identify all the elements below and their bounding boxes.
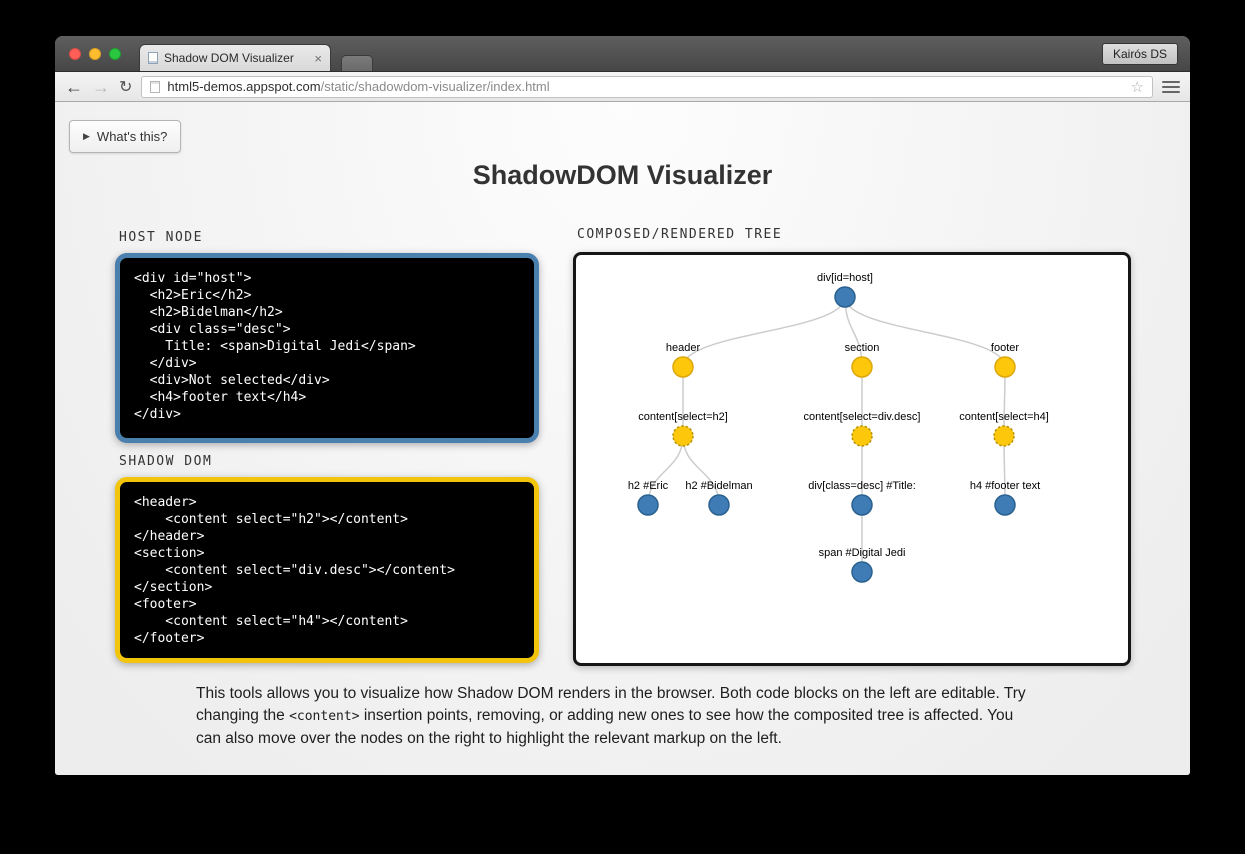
tree-node-c_desc[interactable]: content[select=div.desc] — [804, 411, 921, 447]
svg-text:h2 #Bidelman: h2 #Bidelman — [685, 480, 752, 492]
tab-favicon-icon — [148, 52, 158, 64]
tree-node-bidelman[interactable]: h2 #Bidelman — [685, 480, 753, 516]
url-path: /static/shadowdom-visualizer/index.html — [320, 79, 550, 94]
host-node-editor[interactable]: <div id="host"> <h2>Eric</h2> <h2>Bidelm… — [115, 253, 539, 443]
svg-text:span #Digital Jedi: span #Digital Jedi — [819, 547, 906, 559]
tree-node-footer[interactable]: footer — [991, 342, 1019, 378]
tree-link — [682, 435, 720, 506]
whats-this-label: What's this? — [96, 129, 168, 144]
back-icon[interactable]: ← — [65, 76, 83, 97]
shadow-dom-heading: SHADOW DOM — [119, 454, 213, 469]
tree-node-desc[interactable]: div[class=desc] #Title: — [808, 480, 916, 516]
url-domain: html5-demos.appspot.com — [167, 79, 321, 94]
svg-text:h2 #Eric: h2 #Eric — [628, 480, 669, 492]
tree-link — [844, 296, 1006, 368]
svg-text:div[class=desc] #Title:: div[class=desc] #Title: — [808, 480, 916, 492]
page-content: ▶ What's this? ShadowDOM Visualizer HOST… — [55, 102, 1190, 775]
tree-link — [647, 435, 684, 506]
url-text: html5-demos.appspot.com/static/shadowdom… — [167, 79, 549, 94]
tree-node-c_h4[interactable]: content[select=h4] — [959, 411, 1049, 447]
reload-icon[interactable]: ↻ — [119, 78, 133, 96]
traffic-lights — [69, 48, 121, 60]
host-node-heading: HOST NODE — [119, 230, 203, 245]
composed-tree-heading: COMPOSED/RENDERED TREE — [577, 227, 783, 242]
address-bar[interactable]: html5-demos.appspot.com/static/shadowdom… — [141, 75, 1153, 98]
profile-chip[interactable]: Kairós DS — [1101, 43, 1178, 65]
tree-node-span[interactable]: span #Digital Jedi — [819, 547, 906, 583]
shadow-dom-code[interactable]: <header> <content select="h2"></content>… — [134, 495, 455, 646]
svg-text:content[select=div.desc]: content[select=div.desc] — [804, 411, 921, 423]
shadow-dom-editor[interactable]: <header> <content select="h2"></content>… — [115, 477, 539, 663]
host-node-code[interactable]: <div id="host"> <h2>Eric</h2> <h2>Bidelm… — [134, 271, 416, 422]
whats-this-button[interactable]: ▶ What's this? — [69, 120, 182, 153]
svg-text:section: section — [845, 342, 880, 354]
composed-tree-panel: div[id=host] header section footer content[s… — [573, 252, 1131, 666]
svg-text:div[id=host]: div[id=host] — [817, 272, 873, 284]
tree-node-section[interactable]: section — [845, 342, 880, 378]
tree-node-c_h2[interactable]: content[select=h2] — [638, 411, 728, 447]
tree-node-host[interactable]: div[id=host] — [817, 272, 873, 308]
tab-shadow-dom-visualizer[interactable]: Shadow DOM Visualizer × — [139, 44, 331, 71]
disclosure-triangle-icon: ▶ — [83, 131, 90, 141]
tab-close-icon[interactable]: × — [314, 50, 322, 66]
page-icon — [150, 80, 161, 93]
page-title: ShadowDOM Visualizer — [472, 160, 773, 190]
tree-link — [844, 296, 863, 368]
composed-tree-svg: div[id=host] header section footer content[s… — [628, 272, 1049, 583]
bookmark-star-icon[interactable]: ☆ — [1130, 78, 1144, 96]
tree-link — [682, 296, 846, 368]
description-part1: This tools allows you to visualize how S… — [196, 685, 1026, 724]
browser-window: Shadow DOM Visualizer × Kairós DS ← → ↻ … — [55, 36, 1190, 775]
description-part2: insertion points, removing, or adding ne… — [196, 707, 1014, 747]
minimize-window-button[interactable] — [89, 48, 101, 60]
svg-text:content[select=h4]: content[select=h4] — [959, 411, 1049, 423]
new-tab-button[interactable] — [341, 55, 373, 71]
svg-text:header: header — [666, 342, 701, 354]
tree-node-header[interactable]: header — [666, 342, 701, 378]
tab-title: Shadow DOM Visualizer — [164, 51, 294, 65]
svg-text:footer: footer — [991, 342, 1019, 354]
zoom-window-button[interactable] — [109, 48, 121, 60]
svg-text:content[select=h2]: content[select=h2] — [638, 411, 728, 423]
svg-text:h4 #footer text: h4 #footer text — [970, 480, 1040, 492]
description-inline-code: <content> — [289, 709, 360, 724]
tree-node-h4[interactable]: h4 #footer text — [970, 480, 1040, 516]
close-window-button[interactable] — [69, 48, 81, 60]
menu-icon[interactable] — [1162, 80, 1180, 93]
tree-node-eric[interactable]: h2 #Eric — [628, 480, 669, 516]
titlebar: Shadow DOM Visualizer × Kairós DS — [55, 36, 1190, 72]
browser-toolbar: ← → ↻ html5-demos.appspot.com/static/sha… — [55, 72, 1190, 102]
forward-icon[interactable]: → — [92, 76, 110, 97]
description-text: This tools allows you to visualize how S… — [196, 683, 1041, 750]
